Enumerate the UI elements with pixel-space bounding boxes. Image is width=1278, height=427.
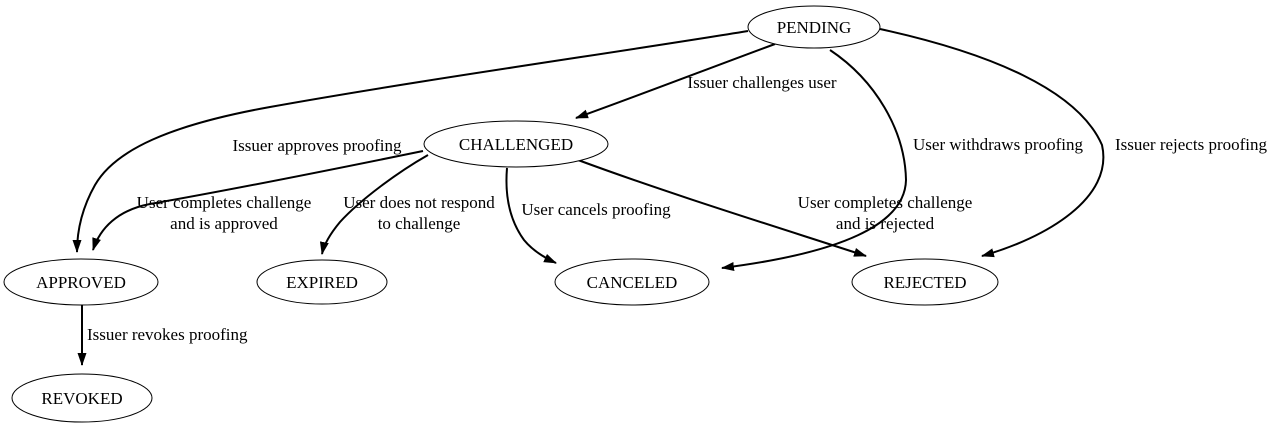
edge-challenged-canceled: User cancels proofing	[505, 167, 671, 264]
edge-label: Issuer rejects proofing	[1115, 135, 1268, 154]
state-node-expired: EXPIRED	[256, 259, 388, 305]
edge-label: Issuer revokes proofing	[87, 325, 248, 344]
edges-layer: Issuer challenges user Issuer approves p…	[72, 28, 1268, 366]
state-node-canceled: CANCELED	[554, 258, 710, 306]
edge-path	[505, 167, 557, 264]
nodes-layer: PENDING CHALLENGED APPROVED EXPIRED CANC…	[3, 5, 999, 423]
edge-path	[721, 49, 908, 271]
edge-challenged-approved: User completes challenge and is approved	[92, 150, 424, 251]
node-ellipse	[554, 258, 710, 306]
node-label: CHALLENGED	[459, 135, 573, 154]
edge-label: and is approved	[170, 214, 278, 233]
node-label: EXPIRED	[286, 273, 358, 292]
edge-pending-rejected: Issuer rejects proofing	[879, 28, 1268, 258]
node-label: APPROVED	[36, 273, 126, 292]
node-ellipse	[11, 373, 153, 423]
edge-label: Issuer challenges user	[687, 73, 837, 92]
edge-challenged-rejected: User completes challenge and is rejected	[577, 159, 973, 257]
node-ellipse	[747, 5, 881, 49]
edge-path	[577, 159, 867, 257]
node-label: PENDING	[777, 18, 852, 37]
edge-label: User withdraws proofing	[913, 135, 1083, 154]
node-label: REJECTED	[883, 273, 966, 292]
state-node-approved: APPROVED	[3, 258, 159, 306]
edge-label: User completes challenge	[137, 193, 312, 212]
edge-label: User completes challenge	[798, 193, 973, 212]
edge-label: Issuer approves proofing	[232, 136, 402, 155]
edge-pending-challenged: Issuer challenges user	[575, 43, 837, 119]
node-ellipse	[851, 258, 999, 306]
edge-path	[72, 30, 749, 253]
state-node-pending: PENDING	[747, 5, 881, 49]
edge-label: and is rejected	[836, 214, 935, 233]
edge-path	[319, 154, 429, 255]
edge-challenged-expired: User does not respond to challenge	[319, 154, 495, 255]
edge-label: User cancels proofing	[521, 200, 671, 219]
edge-approved-revoked: Issuer revokes proofing	[77, 305, 248, 366]
node-ellipse	[423, 120, 609, 168]
node-ellipse	[256, 259, 388, 305]
state-node-challenged: CHALLENGED	[423, 120, 609, 168]
edge-path	[92, 150, 424, 251]
node-ellipse	[3, 258, 159, 306]
edge-label: User does not respond	[343, 193, 495, 212]
state-node-rejected: REJECTED	[851, 258, 999, 306]
edge-path	[575, 43, 776, 119]
node-label: CANCELED	[587, 273, 678, 292]
edge-pending-canceled: User withdraws proofing	[721, 49, 1083, 271]
node-label: REVOKED	[41, 389, 122, 408]
state-node-revoked: REVOKED	[11, 373, 153, 423]
edge-path	[879, 28, 1105, 258]
edge-pending-approved: Issuer approves proofing	[72, 30, 749, 253]
edge-label: to challenge	[378, 214, 461, 233]
